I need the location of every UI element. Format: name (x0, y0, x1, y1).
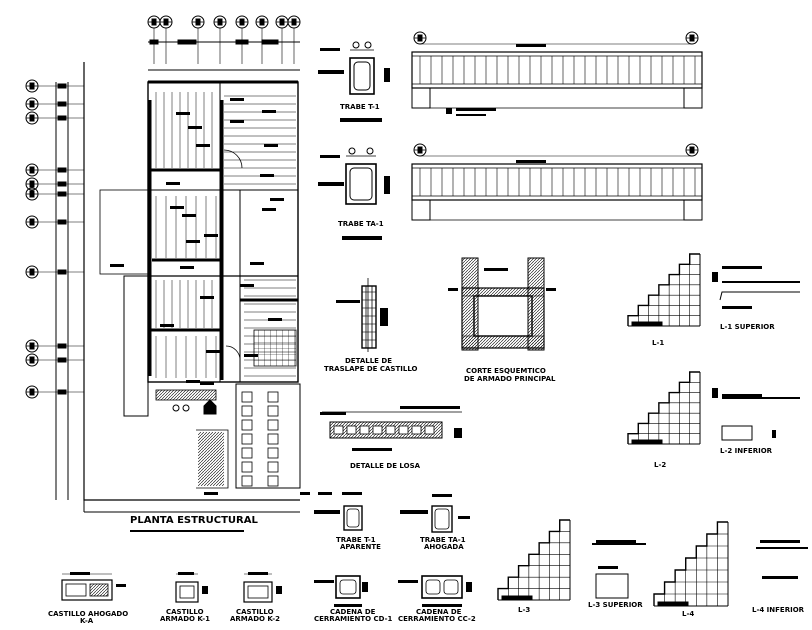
label-trabe-ta1: TRABE TA-1 (338, 220, 384, 228)
label-l1: L-1 (652, 339, 665, 347)
label-l4: L-4 (682, 610, 695, 618)
label-t1-aparente-1: TRABE T-1 (336, 536, 376, 544)
beam-elevations (411, 31, 703, 221)
trabe-sections (318, 41, 390, 240)
label-ta1-ahogada-1: TRABE TA-1 (420, 536, 466, 544)
label-k1-2: ARMADO K-1 (160, 615, 210, 623)
label-cd1-2: CERRAMIENTO CD-1 (314, 615, 393, 623)
label-traslape-2: TRASLAPE DE CASTILLO (324, 365, 418, 373)
label-l2-inf: L-2 INFERIOR (720, 447, 773, 455)
plan-title: PLANTA ESTRUCTURAL (130, 515, 258, 526)
label-ta1-ahogada-2: AHOGADA (424, 543, 464, 551)
left-axis-markers (25, 79, 84, 500)
label-cc2-2: CERRAMIENTO CC-2 (398, 615, 476, 623)
corte-esquematico (448, 257, 556, 351)
label-trabe-t1: TRABE T-1 (340, 103, 380, 111)
bottom-sections (61, 492, 472, 607)
label-k1-1: CASTILLO (166, 608, 204, 616)
stair-details (497, 253, 729, 607)
plan-title-underline (130, 530, 244, 532)
label-l1-sup: L-1 SUPERIOR (720, 323, 775, 331)
detalle-losa (320, 406, 462, 451)
label-k2-1: CASTILLO (236, 608, 274, 616)
floor-plan (25, 15, 301, 513)
stair-sections (592, 266, 808, 599)
label-l3-sup: L-3 SUPERIOR (588, 601, 643, 609)
label-traslape-1: DETALLE DE (345, 357, 392, 365)
label-l2: L-2 (654, 461, 667, 469)
label-losa: DETALLE DE LOSA (350, 462, 421, 470)
label-cd1-1: CADENA DE (330, 608, 376, 616)
traslape-detail (336, 278, 388, 352)
label-l4-inf: L-4 INFERIOR (752, 606, 805, 614)
label-ka-2: K-A (80, 617, 94, 625)
label-t1-aparente-2: APARENTE (340, 543, 381, 551)
label-corte-1: CORTE ESQUEMTICO (466, 367, 546, 375)
label-corte-2: DE ARMADO PRINCIPAL (464, 375, 556, 383)
label-ka-1: CASTILLO AHOGADO (48, 610, 129, 618)
top-axis-markers (147, 15, 301, 71)
label-k2-2: ARMADO K-2 (230, 615, 280, 623)
label-cc2-1: CADENA DE (416, 608, 462, 616)
label-l3: L-3 (518, 606, 531, 614)
